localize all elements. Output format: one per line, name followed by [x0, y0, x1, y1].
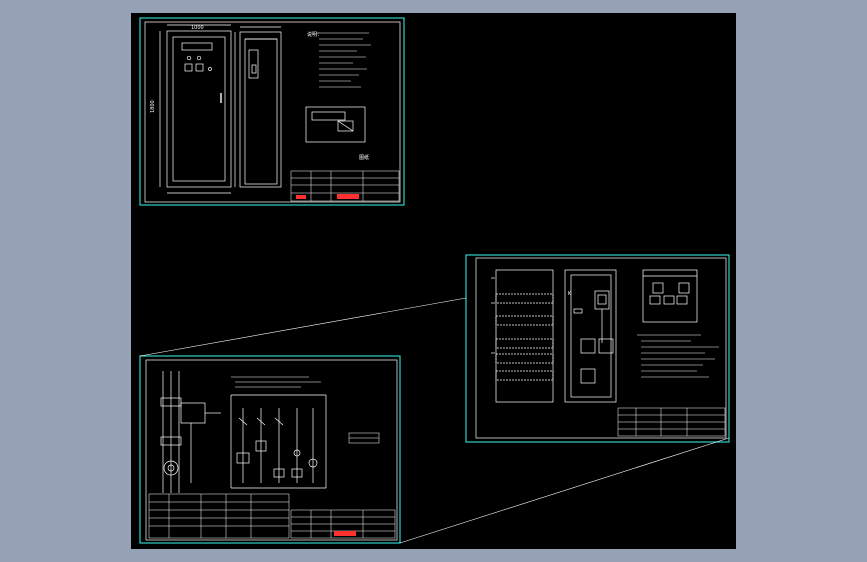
door-panel-view: [642, 269, 698, 323]
technical-notes: [316, 32, 371, 88]
leader-lines: [139, 297, 730, 544]
title-block: [290, 170, 400, 202]
title-block: [617, 407, 726, 437]
drawing-sheet-wiring-schematic[interactable]: [139, 355, 401, 544]
viewport-frame: [139, 17, 405, 206]
dimension-label-1800: 1800: [150, 100, 156, 113]
drawing-sheet-cabinet-layout[interactable]: 1800 1000 说明： 图纸: [139, 17, 405, 206]
cad-model-space[interactable]: 1800 1000 说明： 图纸: [131, 13, 736, 549]
cad-drawing: 1800 1000 说明： 图纸: [139, 17, 730, 544]
sheet-border: [144, 21, 401, 203]
drawing-sheet-panel-layout[interactable]: K: [465, 254, 730, 443]
title-block: [290, 509, 396, 539]
panel-notes: [637, 334, 719, 378]
component-label-k: K: [568, 291, 572, 297]
viewport-frame: [139, 355, 401, 544]
cabinet-front-view: [159, 24, 232, 194]
sheet-border: [475, 257, 727, 439]
schematic-notes: [231, 376, 380, 444]
cabinet-side-view: [234, 26, 282, 188]
notes-heading: 说明：: [307, 31, 322, 38]
viewport-frame: [465, 254, 730, 443]
mounting-plate: [564, 269, 617, 403]
control-circuit: [230, 394, 327, 489]
stamp-text: 图纸: [359, 154, 369, 161]
base-plate-detail: [305, 106, 366, 143]
component-table: [148, 493, 290, 539]
component-rails: [491, 269, 554, 403]
main-power-circuit: [160, 371, 221, 493]
sheet-border: [145, 359, 398, 541]
dimension-label-1000: 1000: [191, 25, 204, 31]
